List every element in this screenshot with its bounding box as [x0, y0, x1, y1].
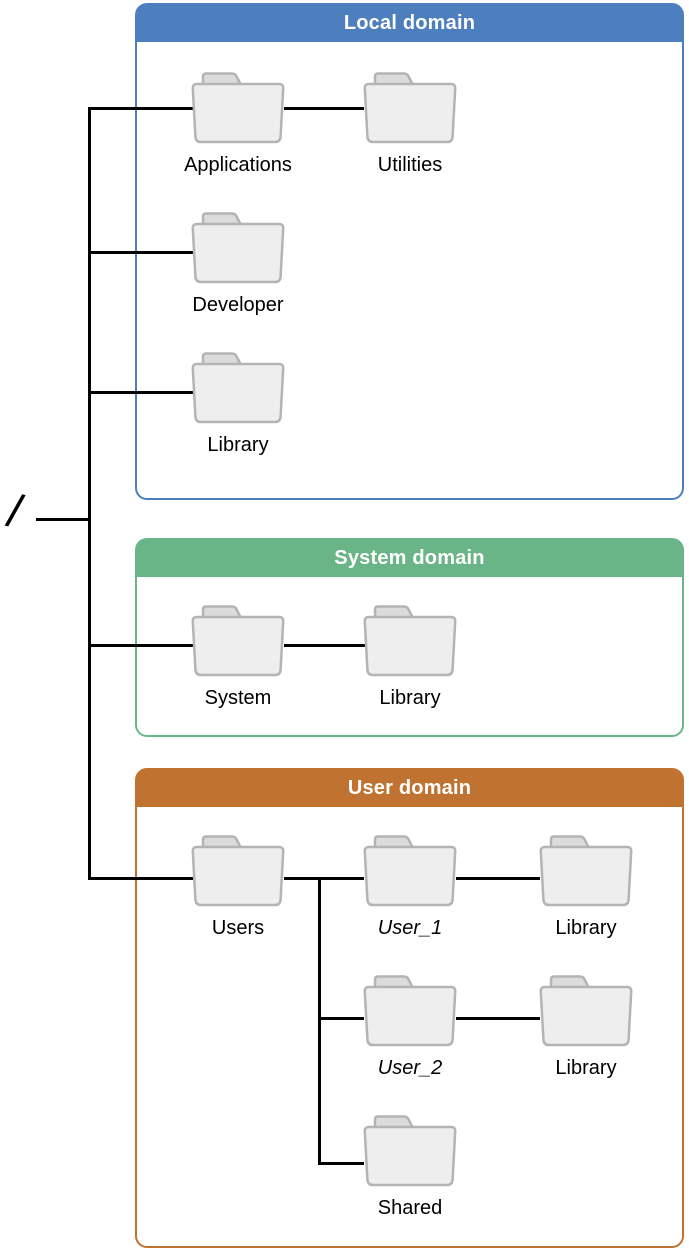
trunk-line [88, 106, 91, 880]
domain-title-user: User domain [347, 776, 472, 799]
connector-line-library-local [88, 390, 193, 394]
folder-users: Users [191, 835, 285, 939]
folder-label: Library [379, 687, 441, 709]
folder-label: Library [555, 1057, 617, 1079]
domain-header-local: Local domain [137, 5, 682, 42]
folder-icon [363, 835, 457, 907]
folder-label: User_2 [377, 1057, 443, 1079]
root-slash: / [2, 483, 28, 538]
folder-icon [191, 835, 285, 907]
folder-shared: Shared [363, 1115, 457, 1219]
folder-label: Shared [377, 1197, 443, 1219]
domain-box-system: System domain [135, 538, 684, 737]
folder-label: Applications [184, 154, 292, 176]
connector-line-system [88, 643, 193, 647]
users-branch-line [317, 876, 321, 1165]
connector-line-users [88, 876, 193, 880]
folder-icon [363, 1115, 457, 1187]
folder-applications: Applications [184, 72, 292, 176]
connector-line-user2-library [456, 1017, 540, 1020]
folder-icon [539, 835, 633, 907]
connector-line-developer [88, 250, 193, 254]
folder-system: System [191, 605, 285, 709]
domain-title-local: Local domain [343, 11, 476, 34]
folder-icon [191, 605, 285, 677]
folder-label: Utilities [377, 154, 443, 176]
connector-line-applications-utilities [284, 106, 364, 110]
domain-header-user: User domain [137, 770, 682, 807]
folder-library-user1: Library [539, 835, 633, 939]
folder-icon [539, 975, 633, 1047]
folder-developer: Developer [191, 212, 285, 316]
folder-user-1: User_1 [363, 835, 457, 939]
domain-box-user: User domain [135, 768, 684, 1248]
root-connector-line [36, 517, 90, 521]
folder-library-system: Library [363, 605, 457, 709]
folder-icon [191, 72, 285, 144]
folder-icon [363, 605, 457, 677]
domain-title-system: System domain [334, 546, 485, 569]
folder-icon [191, 352, 285, 424]
folder-icon [363, 975, 457, 1047]
folder-user-2: User_2 [363, 975, 457, 1079]
connector-line-applications [88, 106, 193, 110]
folder-label: User_1 [377, 917, 443, 939]
connector-line-users-user1 [284, 876, 364, 880]
folder-icon [363, 72, 457, 144]
folder-library-local: Library [191, 352, 285, 456]
folder-icon [191, 212, 285, 284]
connector-line-user2 [319, 1017, 364, 1020]
folder-label: Library [555, 917, 617, 939]
connector-line-shared [319, 1161, 364, 1165]
connector-line-user1-library [456, 876, 540, 880]
folder-label: System [204, 687, 272, 709]
folder-label: Users [211, 917, 265, 939]
folder-label: Library [207, 434, 269, 456]
folder-library-user2: Library [539, 975, 633, 1079]
domain-header-system: System domain [137, 540, 682, 577]
folder-utilities: Utilities [363, 72, 457, 176]
folder-label: Developer [192, 294, 284, 316]
connector-line-system-library [284, 643, 365, 647]
